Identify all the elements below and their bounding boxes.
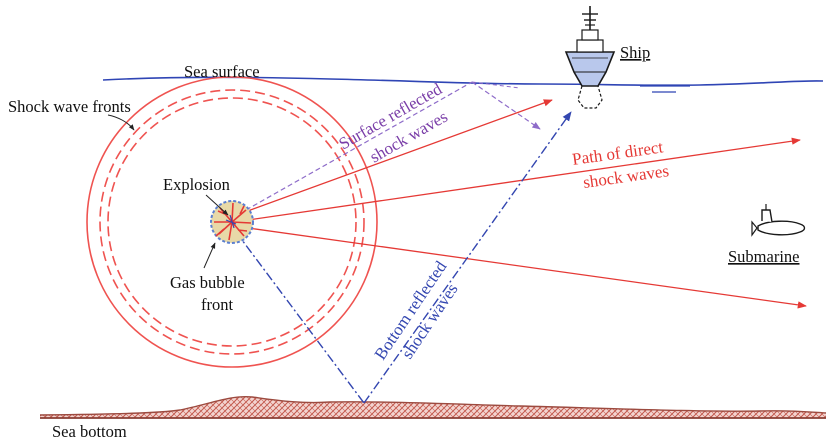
- gas-bubble-leader: [203, 242, 216, 269]
- surface-reflected-horizontal: [471, 81, 521, 89]
- seabed-line: [39, 396, 827, 416]
- sea-surface-label: Sea surface: [184, 62, 260, 81]
- direct-path-mid: [247, 137, 801, 221]
- bottom-reflected-reflected: [363, 111, 572, 404]
- surface-reflected-incident: [245, 81, 473, 211]
- bottom-reflected-incident: [235, 231, 365, 404]
- shock-front-outer: [86, 76, 378, 368]
- shock-front-dashed-1: [99, 89, 365, 355]
- gas-bubble-label-line1: Gas bubble: [170, 273, 245, 292]
- ship-icon: [564, 6, 616, 109]
- explosion-label: Explosion: [163, 175, 230, 194]
- sea-bottom-label: Sea bottom: [52, 422, 127, 440]
- submarine-label: Submarine: [728, 247, 800, 266]
- shock-front-dashed-2: [107, 97, 357, 347]
- direct-path-up: [244, 99, 553, 213]
- shock-wave-fronts-label: Shock wave fronts: [8, 97, 131, 116]
- ship-label: Ship: [620, 43, 650, 62]
- explosion-leader: [205, 194, 229, 216]
- gas-bubble-label-line2: front: [201, 295, 233, 314]
- direct-path-down: [247, 227, 807, 309]
- surface-reflected-reflected: [471, 81, 541, 130]
- seabed-mound: [40, 396, 826, 418]
- shock-front-leader: [107, 114, 135, 131]
- submarine-icon: [751, 204, 806, 237]
- explosion-bubble: [210, 200, 254, 244]
